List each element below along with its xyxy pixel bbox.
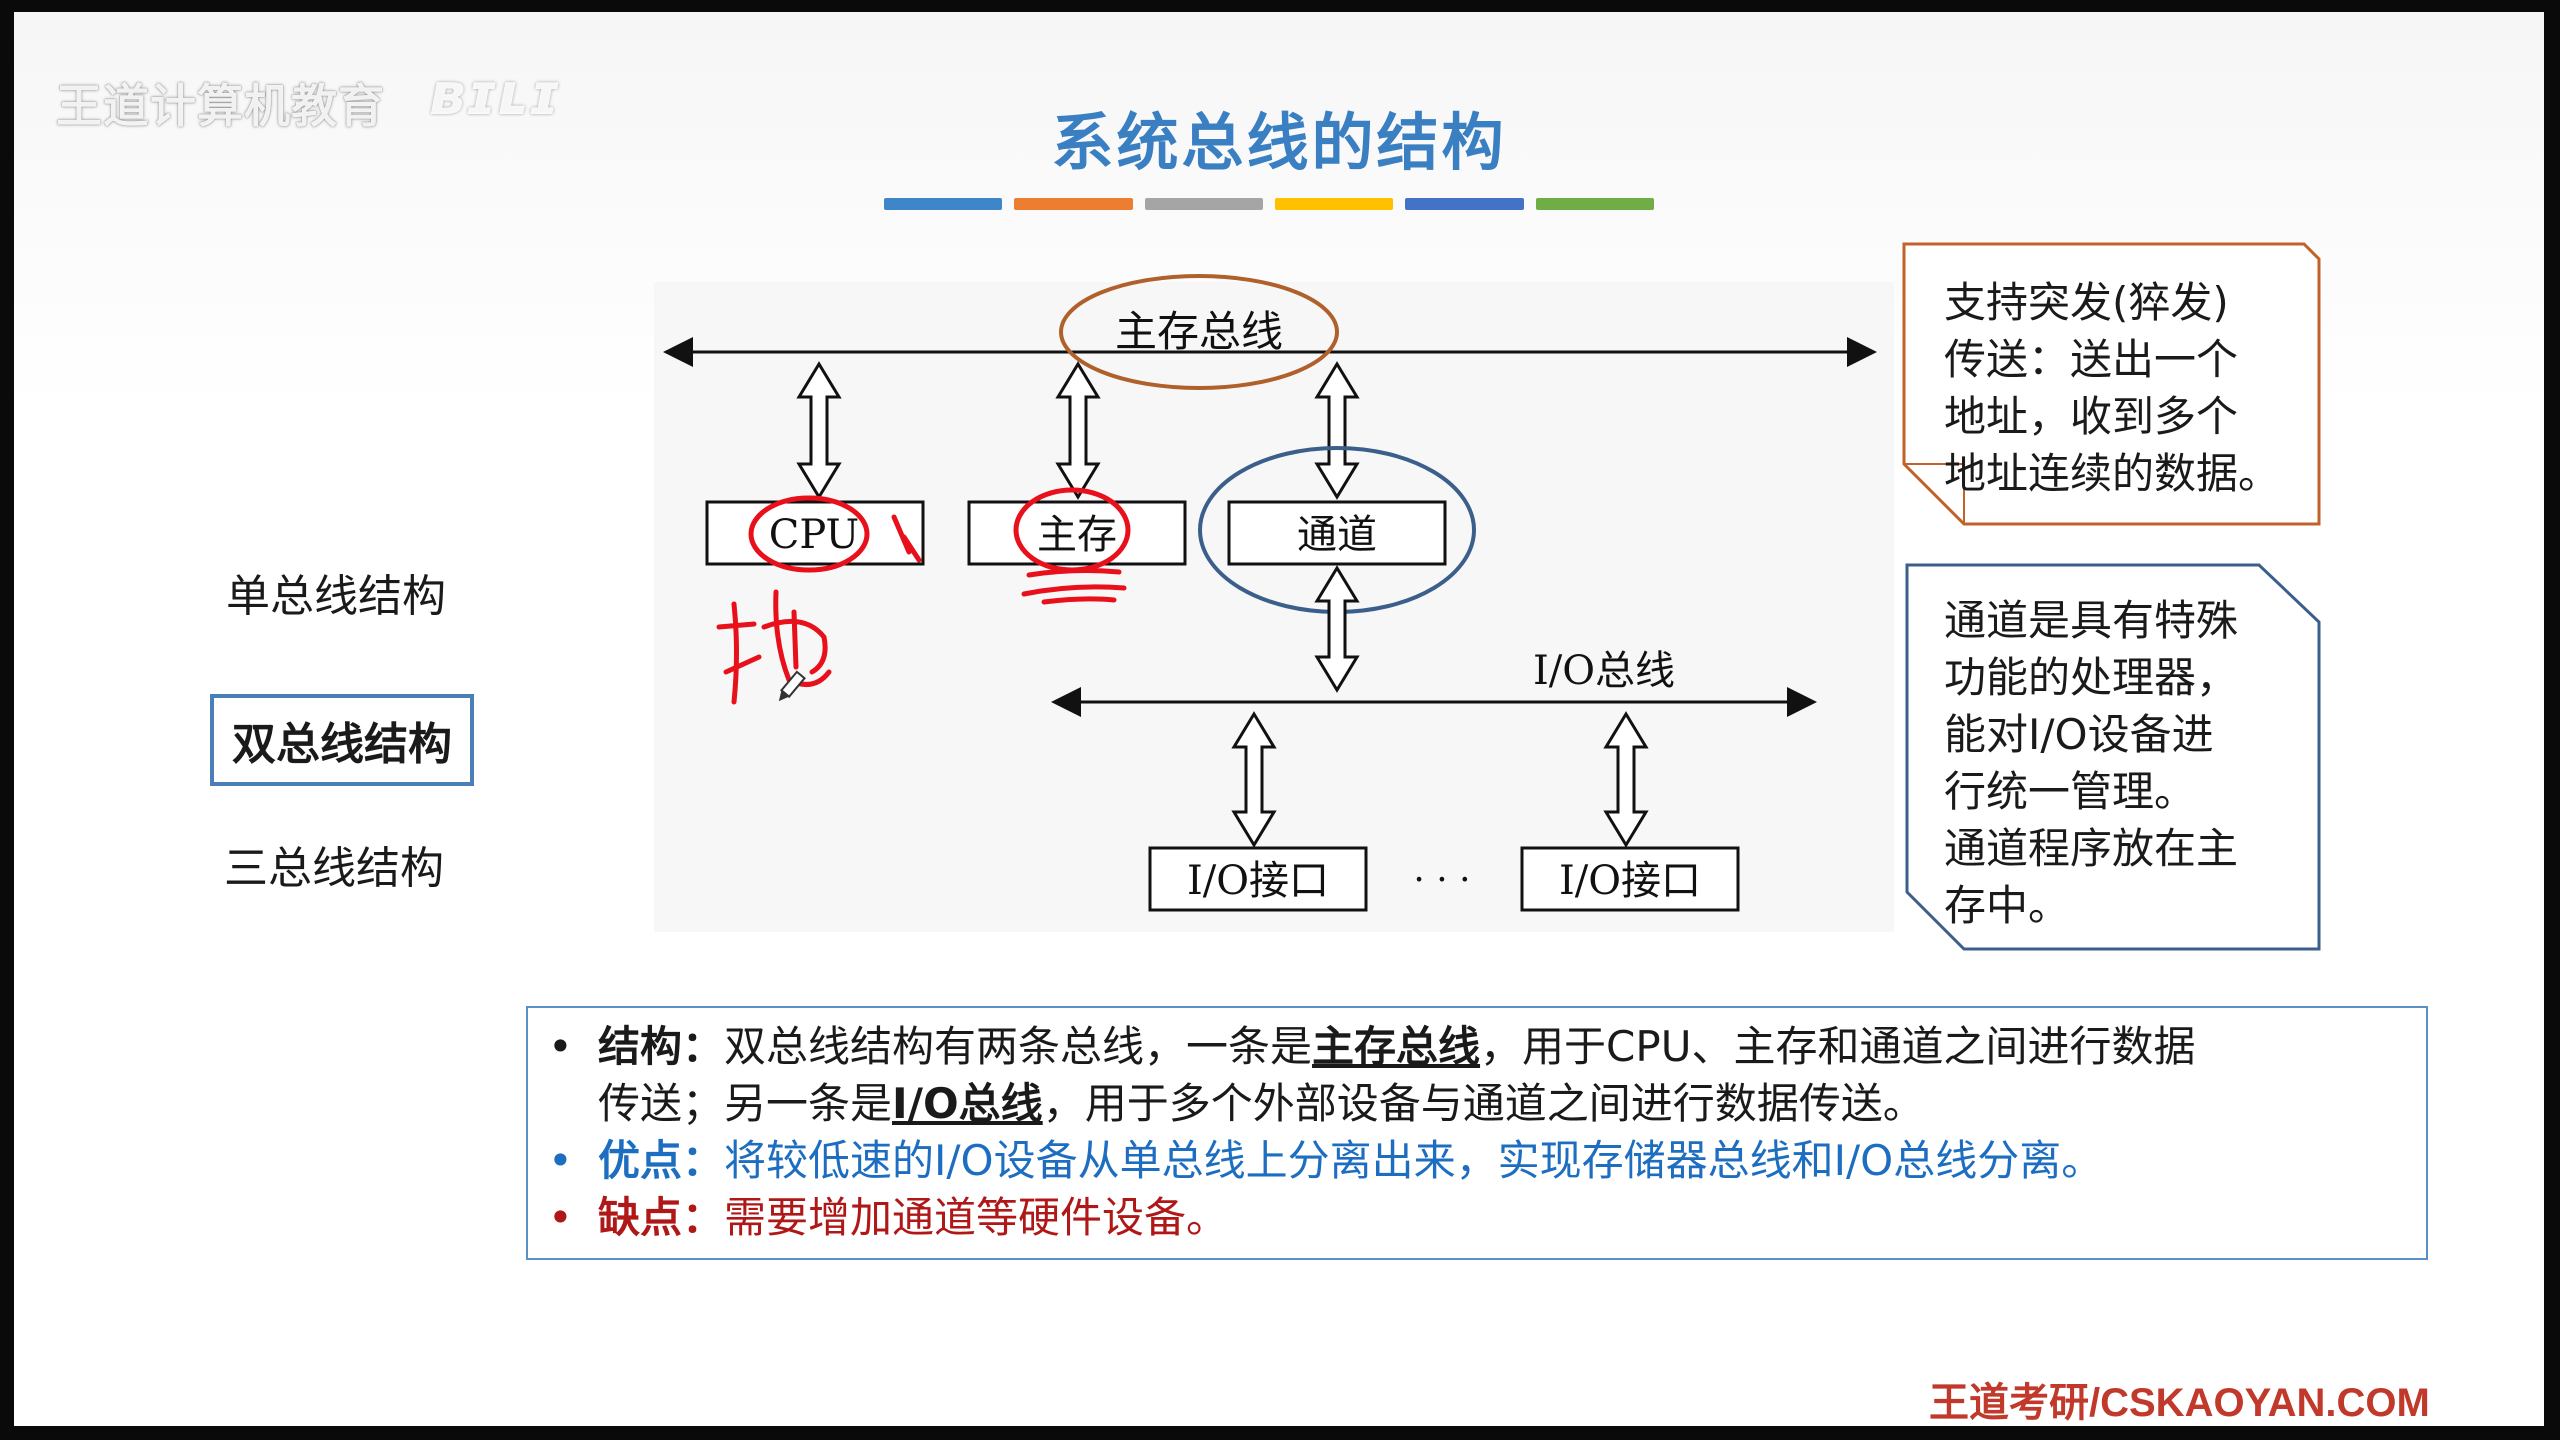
io-port-2-box (1520, 846, 1740, 912)
main-bus-ellipse (1059, 274, 1339, 390)
double-arrow-io-port-2 (1603, 711, 1649, 848)
dual-bus-diagram (654, 282, 1894, 932)
double-arrow-memory (1055, 361, 1101, 500)
footer-brand: 王道考研/CSKAOYAN.COM (1929, 1381, 2430, 1425)
memory-label: 主存 (1037, 512, 1117, 558)
color-bar-segment (1535, 198, 1654, 210)
bullet-structure-cont: 传送；另一条是I/O总线，用于多个外部设备与通道之间进行数据传送。 (598, 1075, 1925, 1132)
callout-burst-transfer: 支持突发(猝发) 传送：送出一个 地址，收到多个 地址连续的数据。 (1944, 278, 2281, 498)
structure-text-1: 双总线结构有两条总线，一条是 (724, 1022, 1313, 1071)
double-arrow-io-port-1 (1231, 711, 1277, 848)
sidebar-item-double-bus[interactable]: 双总线结构 (210, 694, 474, 786)
io-ellipsis: · · · (1413, 860, 1470, 901)
bullet-advantage: • 优点：将较低速的I/O设备从单总线上分离出来，实现存储器总线和I/O总线分离。 (548, 1132, 2103, 1189)
summary-box: • 结构：双总线结构有两条总线，一条是主存总线，用于CPU、主存和通道之间进行数据… (526, 1006, 2428, 1260)
structure-label: 结构： (598, 1022, 725, 1071)
watermark: 王道计算机教育 (56, 79, 385, 133)
main-bus-label: 主存总线 (1115, 307, 1283, 356)
color-bar-segment (1144, 198, 1263, 210)
io-port-2-label: I/O接口 (1559, 858, 1701, 904)
callout-2-shape (1905, 563, 2321, 951)
sidebar-item-single-bus[interactable]: 单总线结构 (226, 571, 446, 622)
structure-io-bus: I/O总线 (892, 1079, 1043, 1128)
channel-box (1227, 500, 1447, 566)
color-bar-segment (1405, 198, 1524, 210)
handwritten-di-zhi (716, 589, 832, 705)
structure-text-4: ，用于多个外部设备与通道之间进行数据传送。 (1042, 1079, 1925, 1128)
io-bus-label: I/O总线 (1533, 648, 1675, 694)
cpu-label: CPU (769, 512, 860, 558)
pen-cursor-icon (778, 670, 806, 702)
memory-annotation-underline (1021, 568, 1127, 605)
bullet-dot: • (548, 1022, 573, 1071)
double-arrow-cpu (796, 361, 842, 500)
bullet-structure: • 结构：双总线结构有两条总线，一条是主存总线，用于CPU、主存和通道之间进行数据 (548, 1018, 2195, 1075)
bullet-dot: • (548, 1136, 573, 1185)
cpu-annotation-circle (748, 495, 870, 573)
diagram-graphics: 主存总线 CPU 主存 通道 I/O总线 (663, 242, 2321, 951)
double-arrow-channel-bottom (1314, 565, 1360, 693)
cpu-box (705, 500, 925, 566)
title-color-bar (884, 198, 1654, 210)
cpu-annotation-tick (891, 514, 922, 563)
double-arrow-channel-top (1314, 361, 1360, 500)
sidebar-item-triple-bus[interactable]: 三总线结构 (224, 843, 444, 894)
structure-text-3: 传送；另一条是 (598, 1079, 893, 1128)
color-bar-segment (884, 198, 1003, 210)
bullet-dot: • (548, 1193, 573, 1242)
advantage-text: 将较低速的I/O设备从单总线上分离出来，实现存储器总线和I/O总线分离。 (724, 1136, 2104, 1185)
io-port-1-box (1148, 846, 1368, 912)
bilibili-logo: ʙɪʟɪ (429, 60, 561, 128)
slide: 王道计算机教育 ʙɪʟɪ 系统总线的结构 单总线结构 双总线结构 三总线结构 主… (14, 12, 2544, 1426)
callout-1-fold (1904, 463, 1965, 524)
structure-text-2: ，用于CPU、主存和通道之间进行数据 (1480, 1022, 2196, 1071)
color-bar-segment (1274, 198, 1394, 210)
slide-title: 系统总线的结构 (1051, 106, 1507, 179)
color-bar-segment (1014, 198, 1133, 210)
memory-box (967, 500, 1187, 566)
channel-label: 通道 (1297, 512, 1377, 558)
disadvantage-label: 缺点： (598, 1193, 725, 1242)
structure-main-bus: 主存总线 (1312, 1022, 1481, 1071)
callout-channel-definition: 通道是具有特殊 功能的处理器， 能对I/O设备进 行统一管理。 通道程序放在主 … (1944, 596, 2239, 930)
io-port-1-label: I/O接口 (1187, 858, 1329, 904)
bullet-disadvantage: • 缺点：需要增加通道等硬件设备。 (548, 1189, 1228, 1246)
disadvantage-text: 需要增加通道等硬件设备。 (724, 1193, 1229, 1242)
advantage-label: 优点： (598, 1136, 725, 1185)
